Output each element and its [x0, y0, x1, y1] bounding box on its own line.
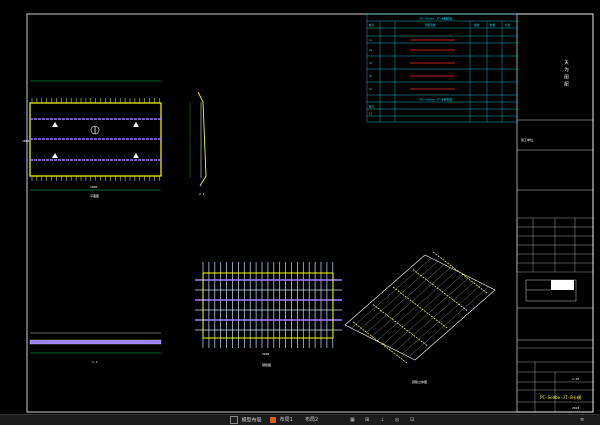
iso-rebar: [402, 283, 483, 354]
iso-rebar: [370, 267, 451, 338]
tab-layout2[interactable]: 布局2: [305, 417, 319, 423]
rebar-table-col-shape: 钢筋简图: [425, 23, 436, 27]
rebar-table-rows: 1a 2a 3a 4a 5a: [369, 38, 455, 91]
rebar-table-col-len: 长度: [505, 23, 511, 27]
iso-rebar: [357, 261, 438, 332]
plan-label: 平面图: [90, 194, 99, 198]
layout-icon: [270, 416, 276, 423]
polar-icon[interactable]: ◎: [395, 417, 400, 423]
settings-icon[interactable]: ≡: [580, 417, 585, 423]
plan-top-ticks: [31, 98, 160, 103]
rebar-grid-view: 3200 钢筋图: [195, 262, 342, 367]
scale-value: 1:25: [572, 377, 579, 381]
rebar-table-col-no: 编号: [369, 23, 375, 27]
iso-rebar: [414, 289, 496, 361]
title-column: [516, 13, 594, 413]
table-row-id: 2a: [369, 48, 373, 52]
osnap-icon[interactable]: ⊡: [410, 417, 415, 423]
plan-bottom-ticks: [31, 176, 160, 181]
section-1-1: 1-1: [29, 332, 162, 364]
iso-view-label: 钢筋立体图: [412, 379, 427, 384]
rebar-horizontal-lines: [195, 279, 342, 331]
model-icon: [230, 416, 238, 424]
rebar-table-subheader: PC-SeVbe-JT-B构件表: [420, 97, 452, 102]
section-1-1-label: 1-1: [92, 360, 98, 364]
rebar-table-col-qty: 数量: [490, 23, 496, 27]
iso-rebar: [389, 277, 470, 348]
iso-rebar: [432, 251, 488, 294]
title-lower-grid: [517, 347, 593, 412]
iso-rebar: [364, 264, 445, 335]
rebar-vertical-lines: [202, 262, 334, 348]
drawing-frame: [26, 13, 594, 413]
snap-icon[interactable]: ⊞: [365, 417, 370, 423]
iso-rebar: [372, 304, 428, 346]
plan-height-dim: 1800: [22, 139, 29, 143]
isometric-view: 钢筋立体图: [344, 251, 496, 384]
table-row-id: 1a: [369, 38, 373, 42]
iso-rebar: [376, 270, 457, 342]
grid-icon[interactable]: ▦: [350, 417, 355, 423]
rebar-table: [366, 13, 518, 123]
lift-point-4: [133, 153, 139, 158]
iso-rebar: [352, 321, 408, 364]
table-row-id: 5a: [369, 87, 373, 91]
table-bottom-row-2: B1: [369, 112, 373, 116]
plan-view: 3200 1800 平面图: [22, 80, 162, 198]
plan-width-dim: 3200: [90, 185, 97, 189]
title-grid: [516, 217, 594, 273]
table-row-id: 4a: [369, 74, 373, 78]
rebar-width-dim: 3200: [262, 352, 269, 356]
rebar-view-label: 钢筋图: [262, 362, 271, 367]
vertical-title: 天 为 图 配: [564, 60, 569, 88]
layout-tab-bar: 模型布局 布局1 布局2 ▦ ⊞ ⊥ ◎ ⊡ ≡: [0, 414, 600, 425]
rebar-table-header: PC-SeVbe-JT-B钢筋表: [420, 16, 452, 21]
rebar-table-col-spec: 规格: [474, 23, 480, 27]
lift-point-2: [133, 122, 139, 127]
section-2-2-label: 2-2: [199, 192, 205, 196]
table-bottom-row-1: 编号: [369, 105, 375, 109]
drawing-title: PC-SeVbe-JT-B卡模: [540, 394, 582, 401]
iso-rebar: [408, 286, 489, 357]
iso-rebar: [344, 254, 426, 326]
iso-rebar: [395, 280, 476, 351]
iso-rebar: [392, 286, 448, 329]
lift-point-3: [52, 153, 58, 158]
tab-layout1[interactable]: 布局1: [270, 416, 293, 424]
iso-rebar: [412, 269, 468, 311]
iso-rebar: [383, 273, 464, 345]
tab-model[interactable]: 模型布局: [230, 416, 262, 424]
section-2-2: 2-2: [189, 91, 207, 196]
title-block-label: 施工单位: [521, 137, 533, 142]
table-row-id: 3a: [369, 61, 373, 65]
sheet-number: 2023: [572, 406, 579, 410]
lift-point-1: [52, 122, 58, 127]
ortho-icon[interactable]: ⊥: [380, 417, 385, 423]
iso-rebar: [351, 258, 432, 329]
iso-rebar-lines: [344, 251, 496, 364]
